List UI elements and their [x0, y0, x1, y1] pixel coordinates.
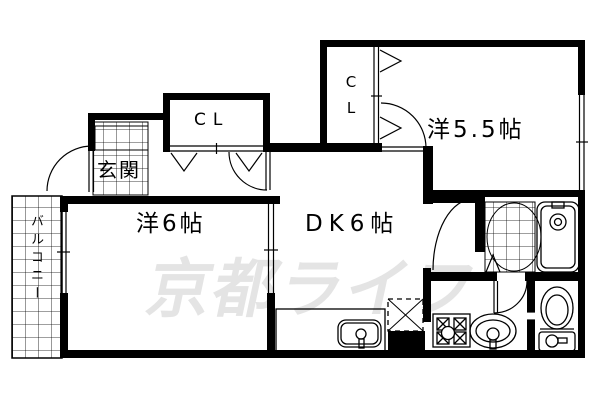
stove-icon	[432, 313, 471, 348]
genkan-tiles	[92, 121, 149, 196]
room-label-genkan: 玄関	[97, 158, 141, 182]
hall-door-arc	[228, 151, 271, 191]
room-label-western6: 洋6帖	[136, 211, 206, 237]
entry-door-arc	[46, 145, 95, 192]
room-label-dk: DK6帖	[305, 211, 400, 237]
dk-door-arc	[432, 198, 474, 271]
balcony-label: バルコニー	[28, 214, 43, 304]
room55-door-arc	[380, 102, 427, 152]
toilet-icon	[538, 286, 576, 352]
kitchen-counter-sink-icon	[275, 308, 386, 352]
washbasin-icon	[469, 313, 517, 352]
window-double-line	[57, 95, 588, 293]
toilet-doorway	[527, 311, 535, 321]
washroom-door-arc	[493, 280, 528, 314]
shower-floor-tiles	[484, 201, 542, 273]
closet-label-main: CL	[194, 110, 230, 130]
walls	[60, 40, 585, 358]
balcony-tiles	[11, 195, 63, 359]
room-label-western55: 洋5.5帖	[427, 117, 525, 143]
bathroom-folding-door-triangle	[485, 253, 501, 273]
bathtub-icon	[536, 201, 580, 273]
closet-folding-door-chevrons	[170, 47, 403, 173]
closet-label-55: CL	[342, 73, 360, 125]
refrigerator-space-dashed	[387, 298, 424, 332]
